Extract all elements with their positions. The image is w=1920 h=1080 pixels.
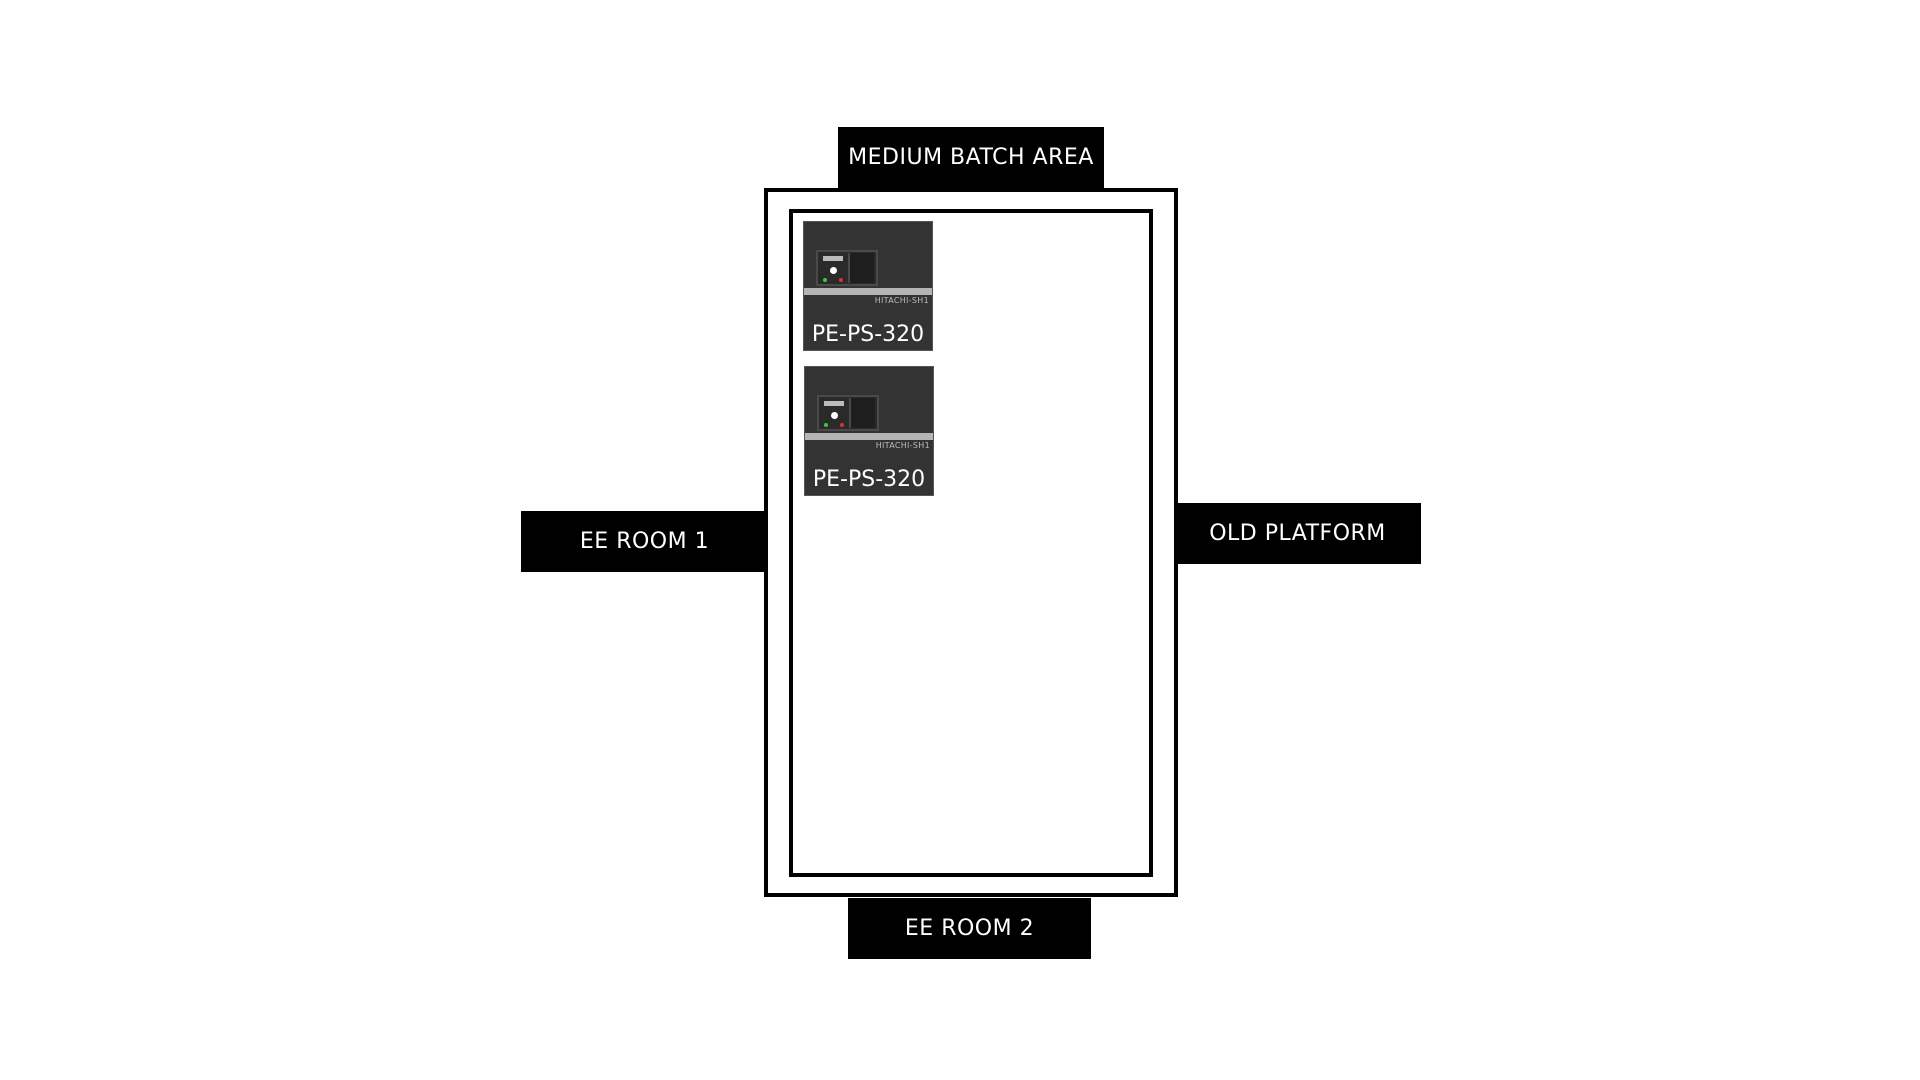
area-label-old-platform[interactable]: OLD PLATFORM: [1174, 503, 1421, 564]
display-bar-icon: [824, 401, 844, 406]
area-label-ee-room-2[interactable]: EE ROOM 2: [848, 898, 1091, 959]
red-led-icon: [839, 278, 843, 282]
area-label-text: EE ROOM 1: [579, 529, 710, 554]
area-label-text: OLD PLATFORM: [1209, 521, 1386, 546]
sub-panel-icon: [849, 398, 875, 428]
green-led-icon: [823, 278, 827, 282]
area-label-text: MEDIUM BATCH AREA: [848, 145, 1094, 170]
red-led-icon: [840, 423, 844, 427]
knob-icon: [831, 412, 838, 419]
equipment-tag: PE-PS-320: [811, 322, 925, 347]
equipment-brand: HITACHI-SH1: [874, 296, 929, 305]
equipment-stripe: [805, 433, 933, 440]
control-panel-icon: [816, 250, 878, 286]
equipment-tag: PE-PS-320: [812, 467, 926, 492]
control-panel-icon: [817, 395, 879, 431]
equipment-power-supply-2[interactable]: HITACHI-SH1 PE-PS-320: [804, 366, 934, 496]
equipment-brand: HITACHI-SH1: [875, 441, 930, 450]
area-label-medium-batch-area[interactable]: MEDIUM BATCH AREA: [838, 127, 1104, 188]
sub-panel-icon: [848, 253, 874, 283]
equipment-stripe: [804, 288, 932, 295]
area-label-ee-room-1[interactable]: EE ROOM 1: [521, 511, 768, 572]
area-label-text: EE ROOM 2: [904, 916, 1035, 941]
knob-icon: [830, 267, 837, 274]
display-bar-icon: [823, 256, 843, 261]
equipment-power-supply-1[interactable]: HITACHI-SH1 PE-PS-320: [803, 221, 933, 351]
green-led-icon: [824, 423, 828, 427]
